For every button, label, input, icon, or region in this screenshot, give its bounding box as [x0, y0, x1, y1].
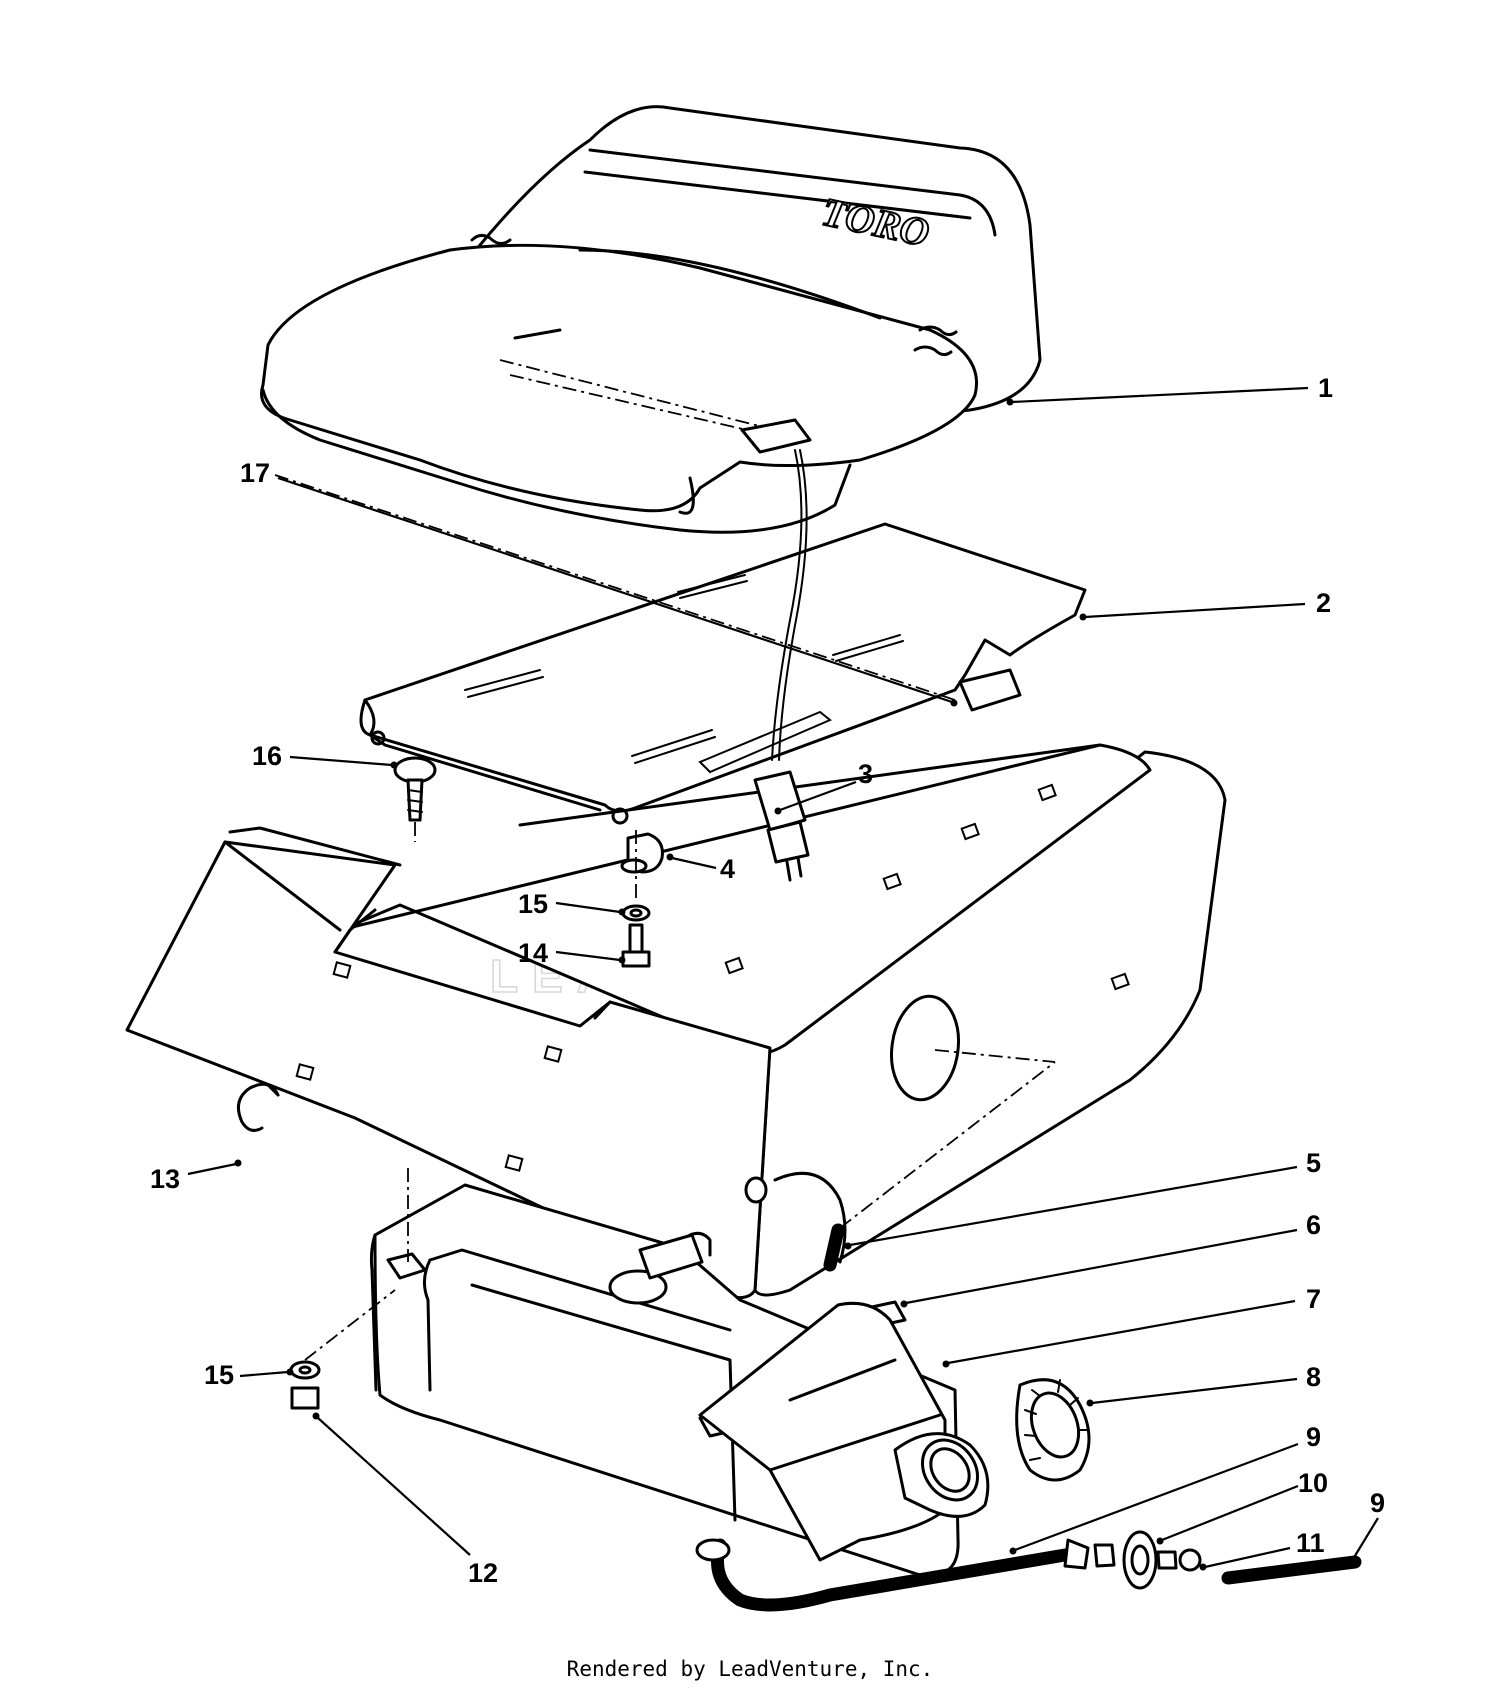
callout-5: 5 [844, 1148, 1321, 1250]
svg-text:5: 5 [1306, 1148, 1321, 1178]
svg-text:1: 1 [1318, 373, 1333, 403]
callout-15b: 15 [204, 1360, 294, 1390]
seat: TORO [260, 105, 1042, 534]
svg-text:15: 15 [204, 1360, 234, 1390]
fuel-tank [369, 1183, 960, 1578]
fuel-line-assembly [695, 1530, 1362, 1612]
svg-text:14: 14 [518, 938, 548, 968]
hardware-stack [620, 830, 664, 968]
svg-text:17: 17 [240, 458, 270, 488]
svg-text:4: 4 [720, 854, 735, 884]
callout-1: 1 [1006, 373, 1333, 406]
callout-7: 7 [942, 1284, 1321, 1368]
seat-switch [753, 449, 810, 882]
callout-15a: 15 [518, 889, 626, 919]
retaining-ring [236, 1082, 280, 1132]
vent-hose [744, 1171, 847, 1272]
callout-16: 16 [252, 741, 398, 771]
svg-text:11: 11 [1296, 1528, 1325, 1558]
callout-11: 11 [1199, 1528, 1325, 1571]
callouts: 1 2 3 4 5 6 7 8 [150, 373, 1385, 1588]
callout-14: 14 [518, 938, 626, 968]
svg-text:2: 2 [1316, 588, 1331, 618]
callout-17: 17 [240, 458, 958, 707]
svg-text:15: 15 [518, 889, 548, 919]
svg-text:16: 16 [252, 741, 282, 771]
callout-6: 6 [900, 1210, 1321, 1308]
callout-9a: 9 [1009, 1422, 1321, 1555]
credit-text: Rendered by LeadVenture, Inc. [566, 1657, 934, 1681]
callout-8: 8 [1086, 1362, 1321, 1407]
svg-text:9: 9 [1306, 1422, 1321, 1452]
callout-4: 4 [666, 853, 735, 884]
svg-text:10: 10 [1298, 1468, 1328, 1498]
fuel-cap [893, 1378, 1091, 1518]
callout-13: 13 [150, 1159, 242, 1194]
seat-support-shroud [125, 743, 1227, 1300]
callout-2: 2 [1079, 588, 1331, 621]
seat-pan [359, 522, 1087, 825]
svg-text:9: 9 [1370, 1488, 1385, 1518]
svg-text:12: 12 [468, 1558, 498, 1588]
svg-text:13: 13 [150, 1164, 180, 1194]
callout-3: 3 [774, 759, 873, 815]
svg-text:7: 7 [1306, 1284, 1321, 1314]
svg-text:3: 3 [858, 759, 873, 789]
callout-9b: 9 [1345, 1488, 1385, 1569]
carriage-bolt [393, 756, 437, 842]
callout-10: 10 [1156, 1468, 1328, 1545]
svg-text:6: 6 [1306, 1210, 1321, 1240]
svg-text:8: 8 [1306, 1362, 1321, 1392]
callout-12: 12 [312, 1412, 498, 1588]
